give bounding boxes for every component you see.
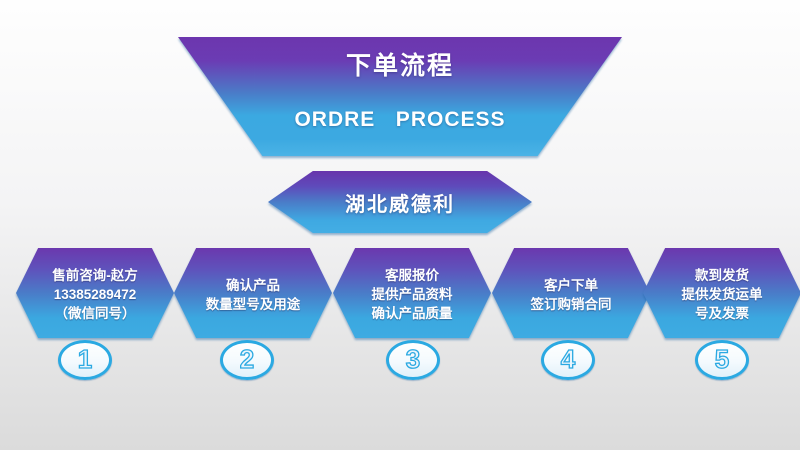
step-5-text: 款到发货 提供发货运单 号及发票: [643, 248, 800, 338]
title-shape-surface: 下单流程 ORDRE PROCESS: [178, 37, 622, 156]
step-hexagon-2: 确认产品 数量型号及用途: [174, 248, 332, 338]
company-banner-label: 湖北威德利: [268, 171, 532, 233]
step-2-text: 确认产品 数量型号及用途: [174, 248, 332, 338]
step-number-circle-1: 1: [58, 340, 112, 380]
order-process-title-shape: 下单流程 ORDRE PROCESS: [178, 37, 622, 156]
step-1-text: 售前咨询-赵方 13385289472 （微信同号）: [16, 248, 174, 338]
step-line: 确认产品质量: [371, 306, 453, 321]
step-line: 客户下单: [544, 277, 598, 293]
step-line: 数量型号及用途: [205, 296, 301, 312]
step-number: 4: [560, 344, 576, 374]
step-number: 5: [714, 344, 730, 374]
step-hexagon-5: 款到发货 提供发货运单 号及发票: [643, 248, 800, 338]
step-hexagon-4: 客户下单 签订购销合同: [492, 248, 650, 338]
step-line: 售前咨询-赵方: [52, 268, 138, 283]
step-line: 确认产品: [226, 277, 280, 293]
step-line: 提供产品资料: [371, 287, 453, 302]
step-number-circle-3: 3: [386, 340, 440, 380]
step-line: 提供发货运单: [681, 287, 763, 302]
step-number-circle-4: 4: [541, 340, 595, 380]
company-banner-shape: 湖北威德利: [268, 171, 532, 233]
slide-title: 下单流程: [345, 52, 454, 80]
step-line: 客服报价: [385, 268, 439, 283]
step-line: 号及发票: [695, 306, 749, 321]
step-line: 款到发货: [695, 268, 749, 283]
step-number-circle-2: 2: [220, 340, 274, 380]
step-hexagon-1: 售前咨询-赵方 13385289472 （微信同号）: [16, 248, 174, 338]
slide-subtitle: ORDRE PROCESS: [294, 108, 506, 131]
step-line: 13385289472: [53, 287, 137, 302]
step-4-text: 客户下单 签订购销合同: [492, 248, 650, 338]
step-3-text: 客服报价 提供产品资料 确认产品质量: [333, 248, 491, 338]
step-number: 3: [405, 344, 421, 374]
step-number: 2: [239, 344, 255, 374]
step-hexagon-3: 客服报价 提供产品资料 确认产品质量: [333, 248, 491, 338]
step-number-circle-5: 5: [695, 340, 749, 380]
step-line: （微信同号）: [54, 306, 136, 321]
step-line: 签订购销合同: [530, 296, 612, 312]
step-number: 1: [77, 344, 93, 374]
